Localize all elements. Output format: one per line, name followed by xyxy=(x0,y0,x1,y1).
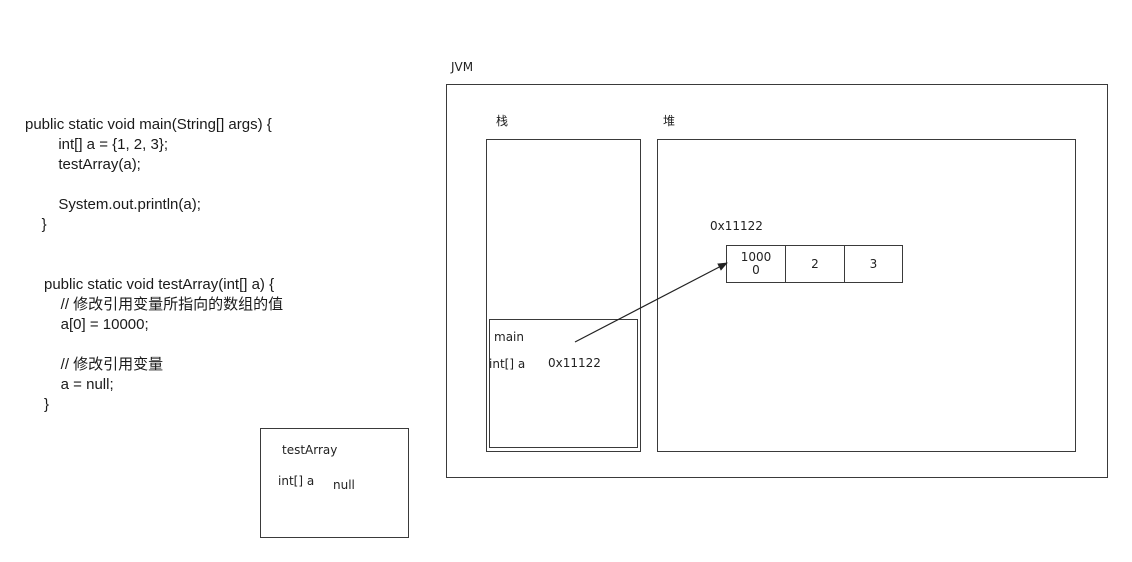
array-cell-0: 1000 0 xyxy=(726,245,786,283)
test-array-method-code: public static void testArray(int[] a) { … xyxy=(44,276,284,413)
heap-label: 堆 xyxy=(663,114,676,128)
main-var-name: int[] a xyxy=(489,357,526,371)
main-method-code: public static void main(String[] args) {… xyxy=(25,116,272,233)
test-array-frame-label: testArray xyxy=(282,443,338,457)
jvm-label: JVM xyxy=(451,60,474,74)
array-cell-2: 3 xyxy=(844,245,903,283)
heap-box xyxy=(657,139,1076,452)
test-array-stack-frame xyxy=(260,428,409,538)
stack-label: 栈 xyxy=(496,114,509,128)
main-var-value: 0x11122 xyxy=(548,356,601,370)
heap-array-address: 0x11122 xyxy=(710,219,763,233)
main-frame-label: main xyxy=(494,330,524,344)
test-array-var-name: int[] a xyxy=(278,474,315,488)
array-cell-1: 2 xyxy=(785,245,845,283)
test-array-var-value: null xyxy=(333,478,355,492)
